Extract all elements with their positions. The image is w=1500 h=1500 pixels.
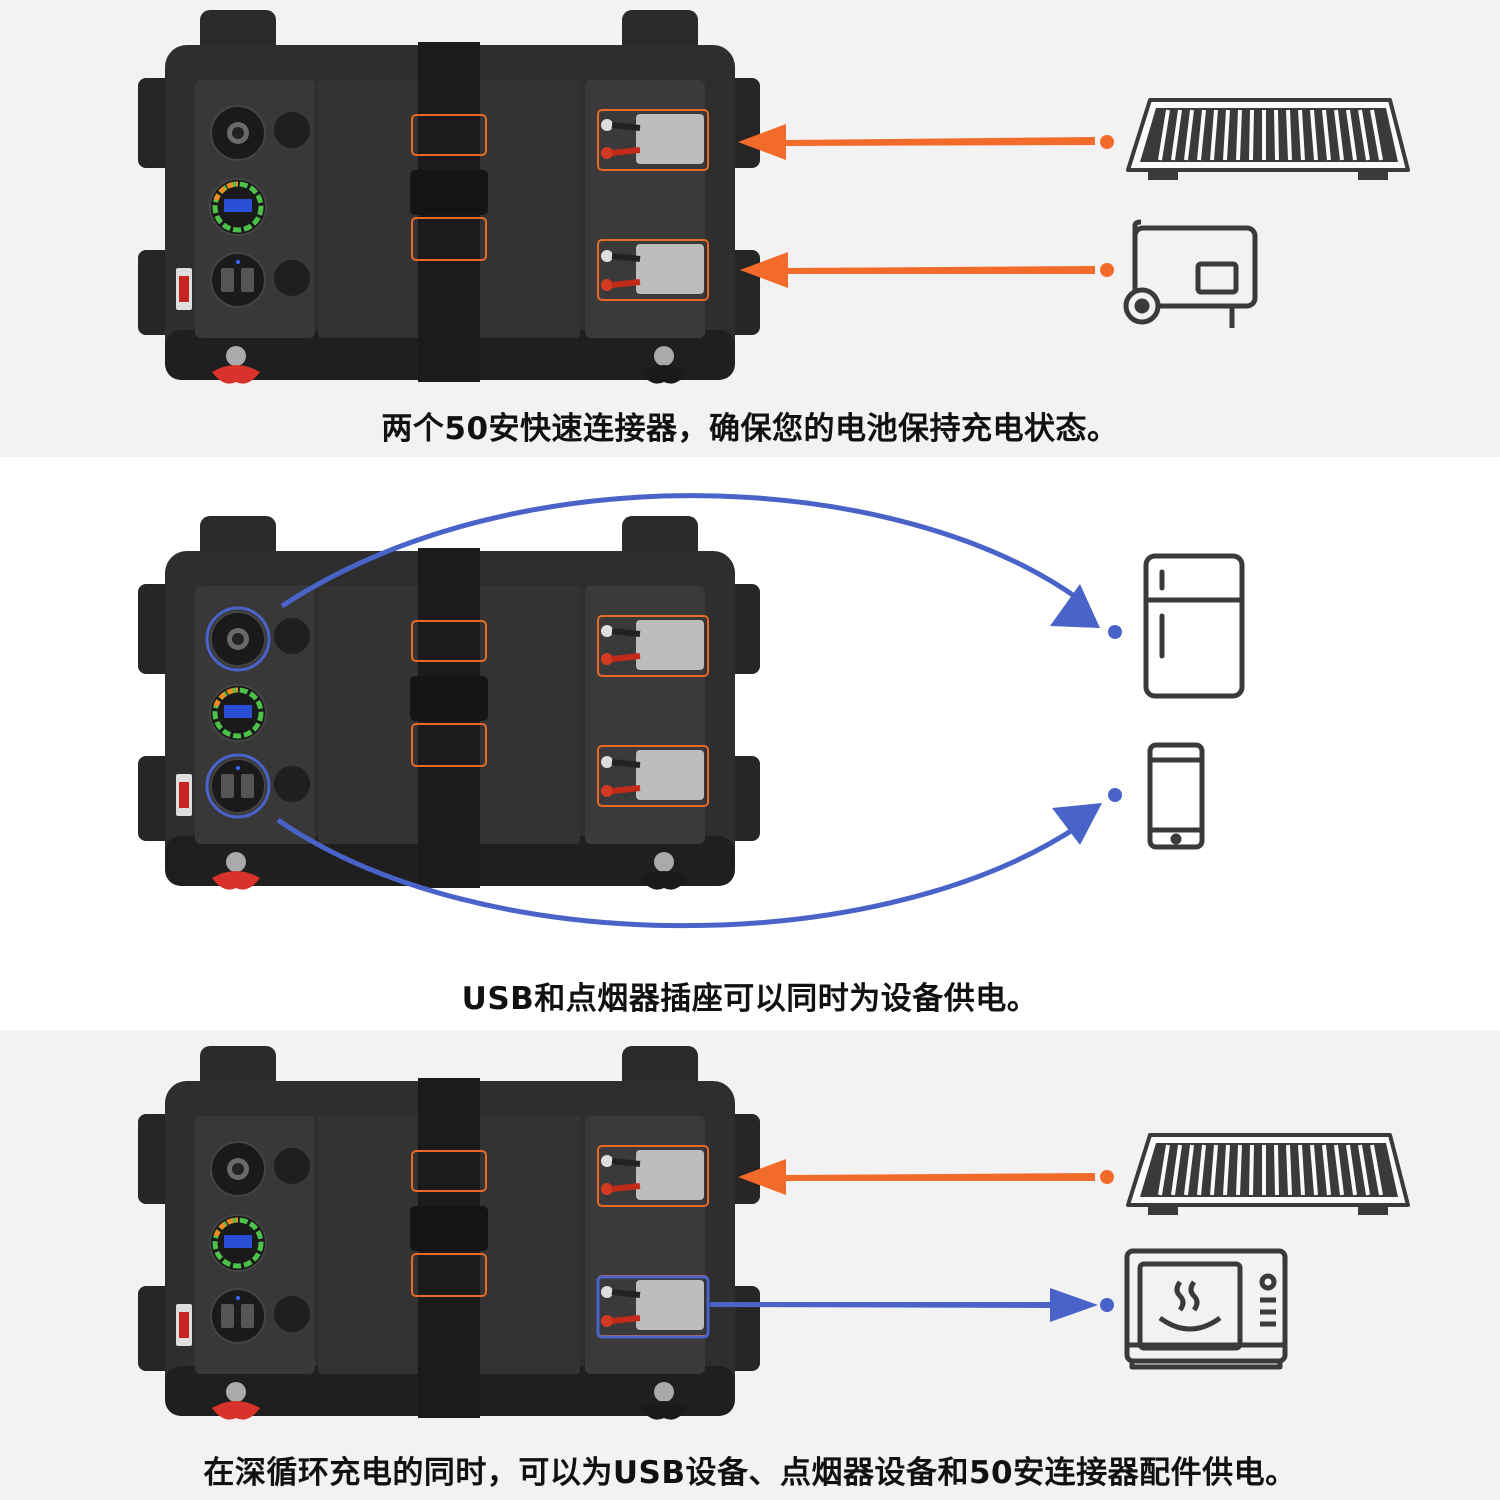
blue-arrow-out bbox=[710, 1288, 1114, 1322]
battery-box-panel-1 bbox=[138, 10, 760, 384]
refrigerator-icon bbox=[1143, 553, 1245, 699]
highlight-connector-2 bbox=[596, 1275, 710, 1339]
orange-arrow-1 bbox=[738, 124, 1114, 160]
blue-arc-arrow-top bbox=[280, 493, 1122, 639]
highlight-usb-socket bbox=[205, 753, 271, 819]
microwave-icon bbox=[1124, 1248, 1288, 1370]
battery-box-panel-3 bbox=[138, 1046, 760, 1420]
orange-arrow-2 bbox=[740, 252, 1114, 288]
panel-2-caption: USB和点烟器插座可以同时为设备供电。 bbox=[461, 981, 1039, 1017]
orange-arrow-3 bbox=[738, 1159, 1114, 1195]
battery-box-panel-2 bbox=[138, 516, 760, 890]
highlight-cigarette-socket bbox=[205, 606, 271, 672]
smartphone-icon bbox=[1147, 742, 1205, 850]
blue-arc-arrow-bottom bbox=[276, 788, 1122, 929]
solar-panel-icon bbox=[1126, 98, 1410, 182]
solar-panel-icon-2 bbox=[1126, 1133, 1410, 1217]
panel-1-caption: 两个50安快速连接器，确保您的电池保持充电状态。 bbox=[381, 411, 1119, 447]
generator-icon bbox=[1123, 219, 1258, 328]
panel-3-caption: 在深循环充电的同时，可以为USB设备、点烟器设备和50安连接器配件供电。 bbox=[203, 1455, 1297, 1491]
